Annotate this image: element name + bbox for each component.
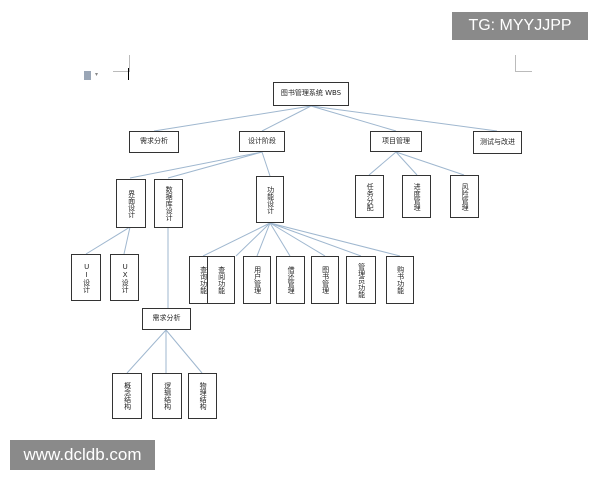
connector: [256, 222, 271, 257]
node-database-design[interactable]: 数据库设计: [154, 179, 183, 228]
connector: [167, 151, 263, 179]
document-icon[interactable]: [84, 71, 91, 80]
page-corner-mark-left: [113, 55, 130, 72]
connector: [202, 222, 271, 257]
node-borrow-management[interactable]: 借还管理: [276, 256, 305, 304]
node-function-design[interactable]: 功能设计: [256, 176, 284, 223]
connector: [165, 329, 203, 374]
wbs-root[interactable]: 图书管理系统 WBS: [273, 82, 349, 106]
connector: [123, 226, 131, 255]
connector: [261, 151, 271, 177]
chevron-down-icon[interactable]: ▾: [95, 71, 99, 78]
connector: [269, 222, 401, 257]
node-design[interactable]: 设计阶段: [239, 131, 285, 152]
connector: [129, 151, 263, 179]
node-requirements[interactable]: 需求分析: [129, 131, 179, 153]
node-project-management[interactable]: 项目管理: [370, 131, 422, 152]
node-ui-design[interactable]: UI设计: [71, 254, 101, 301]
node-logical-structure[interactable]: 逻辑结构: [152, 373, 182, 419]
page-corner-mark-right: [515, 55, 532, 72]
connector: [395, 151, 418, 176]
text-cursor: [128, 68, 129, 80]
connector: [85, 226, 131, 255]
connector: [310, 105, 397, 132]
node-risk-management[interactable]: 风险管理: [450, 175, 479, 218]
watermark-bottom: www.dcldb.com: [10, 440, 155, 470]
connector: [126, 329, 167, 374]
node-book-management[interactable]: 图书管理: [311, 256, 339, 304]
connector: [310, 105, 498, 132]
node-task-allocation[interactable]: 任务分配: [355, 175, 384, 218]
node-physical-structure[interactable]: 物理结构: [188, 373, 217, 419]
node-interface-design[interactable]: 界面设计: [116, 179, 146, 228]
connector: [269, 222, 291, 257]
node-browse-function[interactable]: 查阅功能: [207, 256, 235, 304]
node-admin-function[interactable]: 管理员功能: [346, 256, 376, 304]
connector: [395, 151, 465, 176]
watermark-top: TG: MYYJJPP: [452, 12, 588, 40]
node-conceptual-structure[interactable]: 概念结构: [112, 373, 142, 419]
node-purchase-function[interactable]: 购书功能: [386, 256, 414, 304]
connector: [368, 151, 397, 176]
connector: [261, 105, 312, 132]
node-db-requirements[interactable]: 需求分析: [142, 308, 191, 330]
connector: [269, 222, 362, 257]
node-ux-design[interactable]: UX设计: [110, 254, 139, 301]
node-user-management[interactable]: 用户管理: [243, 256, 271, 304]
connector: [153, 105, 312, 132]
node-progress-management[interactable]: 进度管理: [402, 175, 431, 218]
node-testing[interactable]: 测试与改进: [473, 131, 522, 154]
connector: [269, 222, 326, 257]
connector: [235, 222, 271, 257]
